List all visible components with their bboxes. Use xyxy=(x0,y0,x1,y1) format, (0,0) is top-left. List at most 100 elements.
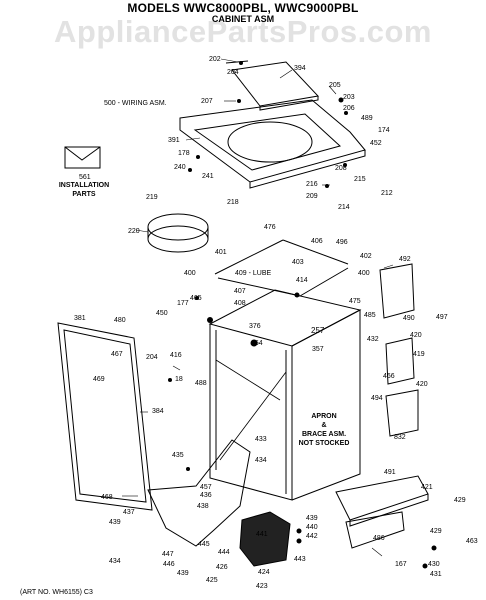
part-label: 206 xyxy=(343,105,355,112)
apron-line1: APRON xyxy=(311,413,337,420)
part-label: 490 xyxy=(403,315,415,322)
part-label: 446 xyxy=(163,561,175,568)
part-label: 391 xyxy=(168,137,180,144)
diagram-title: MODELS WWC8000PBL, WWC9000PBL xyxy=(127,1,359,15)
part-label: 469 xyxy=(93,376,105,383)
part-label: 466 xyxy=(383,373,395,380)
part-label: 403 xyxy=(292,259,304,266)
part-label: 447 xyxy=(162,551,174,558)
apron-line4: NOT STOCKED xyxy=(298,440,350,447)
apron-panel xyxy=(57,322,153,511)
part-label: 464 xyxy=(251,340,263,347)
part-label: 439 xyxy=(306,515,318,522)
part-label: 488 xyxy=(195,380,207,387)
part-label: 401 xyxy=(215,249,227,256)
part-label: 439 xyxy=(177,570,189,577)
part-label: 357 xyxy=(312,346,324,353)
part-label: 468 xyxy=(101,494,113,501)
part-label: 438 xyxy=(197,503,209,510)
part-label: 416 xyxy=(170,352,182,359)
part-label: 212 xyxy=(381,190,393,197)
part-label: 432 xyxy=(367,336,379,343)
part-label: 434 xyxy=(255,457,267,464)
part-label: 400 xyxy=(358,270,370,277)
bracket-494 xyxy=(385,389,419,437)
part-label: 421 xyxy=(421,484,433,491)
diagram-subtitle: CABINET ASM xyxy=(211,14,275,24)
part-label: 444 xyxy=(218,549,230,556)
part-label: 376 xyxy=(249,323,261,330)
part-label: 174 xyxy=(378,127,390,134)
part-label: 439 xyxy=(109,519,121,526)
part-label: 420 xyxy=(416,381,428,388)
part-label: 420 xyxy=(410,332,422,339)
lube-callout: 409 - LUBE xyxy=(235,270,272,277)
part-label: 452 xyxy=(370,140,382,147)
art-number: (ART NO. WH6155) C3 xyxy=(20,589,93,596)
base-rail xyxy=(335,475,429,521)
part-label: 491 xyxy=(384,469,396,476)
part-label: 443 xyxy=(294,556,306,563)
part-label: 209 xyxy=(306,193,318,200)
part-label: 437 xyxy=(123,509,135,516)
part-label: 489 xyxy=(361,115,373,122)
part-label: 423 xyxy=(256,583,268,590)
part-label: 496 xyxy=(336,239,348,246)
part-label: 419 xyxy=(413,351,425,358)
suspension-rods xyxy=(214,239,349,297)
part-label: 492 xyxy=(399,256,411,263)
part-label: 407 xyxy=(234,288,246,295)
part-label: 441 xyxy=(256,531,268,538)
apron-line3: BRACE ASM. xyxy=(301,431,347,438)
pump-block xyxy=(239,511,291,567)
cabinet-right-side xyxy=(291,309,361,501)
part-label: 433 xyxy=(255,436,267,443)
part-label: 424 xyxy=(258,569,270,576)
part-label: 436 xyxy=(200,492,212,499)
part-label: 203 xyxy=(343,94,355,101)
tub-opening xyxy=(227,121,313,163)
part-label: 463 xyxy=(466,538,478,545)
part-label: 486 xyxy=(373,535,385,542)
part-label: 394 xyxy=(294,65,306,72)
part-label: 467 xyxy=(111,351,123,358)
part-label: 202 xyxy=(209,56,221,63)
part-label: 215 xyxy=(354,176,366,183)
cabinet-body-top xyxy=(208,289,362,347)
part-label: 216 xyxy=(306,181,318,188)
part-label: 445 xyxy=(198,541,210,548)
part-label: 497 xyxy=(436,314,448,321)
envelope-shape xyxy=(64,146,101,169)
part-label: 204 xyxy=(227,69,239,76)
bracket-419 xyxy=(385,337,415,385)
part-label: 475 xyxy=(349,298,361,305)
part-label: 207 xyxy=(201,98,213,105)
part-label: 434 xyxy=(109,558,121,565)
part-label: 218 xyxy=(227,199,239,206)
part-label: 177 xyxy=(177,300,189,307)
part-label: 381 xyxy=(74,315,86,322)
part-label: 406 xyxy=(311,238,323,245)
part-label: 402 xyxy=(360,253,372,260)
watermark: AppliancePartsPros.com xyxy=(54,14,432,49)
motor-support xyxy=(147,439,251,547)
part-label: 240 xyxy=(174,164,186,171)
installation-number: 561 xyxy=(79,174,91,181)
part-label: 425 xyxy=(206,577,218,584)
part-label: 429 xyxy=(454,497,466,504)
part-label: 167 xyxy=(395,561,407,568)
tub-ring xyxy=(147,213,209,241)
installation-line1: INSTALLATION xyxy=(58,182,110,189)
part-label: 204 xyxy=(146,354,158,361)
part-label: 442 xyxy=(306,533,318,540)
part-label: 257 xyxy=(311,326,325,335)
cabinet-front-side xyxy=(209,324,293,501)
part-label: 241 xyxy=(202,173,214,180)
part-label: 480 xyxy=(114,317,126,324)
part-label: 832 xyxy=(394,434,406,441)
part-label: 476 xyxy=(264,224,276,231)
part-label: 18 xyxy=(175,376,183,383)
part-label: 440 xyxy=(306,524,318,531)
part-label: 384 xyxy=(152,408,164,415)
